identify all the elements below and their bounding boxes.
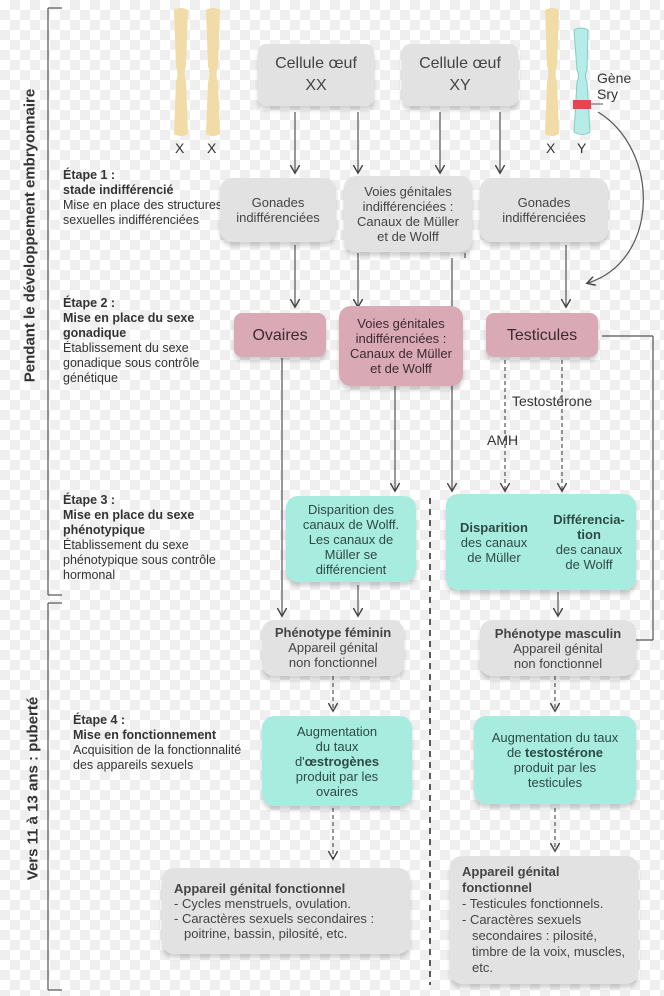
female-functional-system: Appareil génital fonctionnel - Cycles me… (162, 868, 410, 954)
embryo-period-label: Pendant le développement embryonnaire (21, 88, 39, 383)
step-2-label: Étape 2 :Mise en place du sexe gonadique… (63, 296, 200, 385)
chromosome-y-label: Y (577, 140, 587, 156)
chromosome-x-label: X (207, 140, 217, 156)
chromosome-x-label: X (175, 140, 185, 156)
step-3-label: Étape 3 :Mise en place du sexe phénotypi… (63, 493, 216, 582)
testes-box: Testicules (486, 313, 598, 357)
chromosome-x-right (545, 8, 559, 136)
chromosome-x-label: X (546, 140, 556, 156)
ovaries-box: Ovaires (234, 313, 326, 357)
testosterone-increase: Augmentation du taux de testostérone pro… (474, 716, 636, 804)
chromosome-x-left-2 (206, 8, 220, 136)
sry-gene-marker (573, 100, 591, 109)
testosterone-label: Testostérone (512, 393, 593, 409)
amh-label: AMH (487, 432, 519, 448)
chromosome-x-left-1 (174, 8, 188, 136)
chromosome-y (573, 27, 591, 135)
puberty-period-label: Vers 11 à 13 ans : puberté (24, 696, 42, 881)
